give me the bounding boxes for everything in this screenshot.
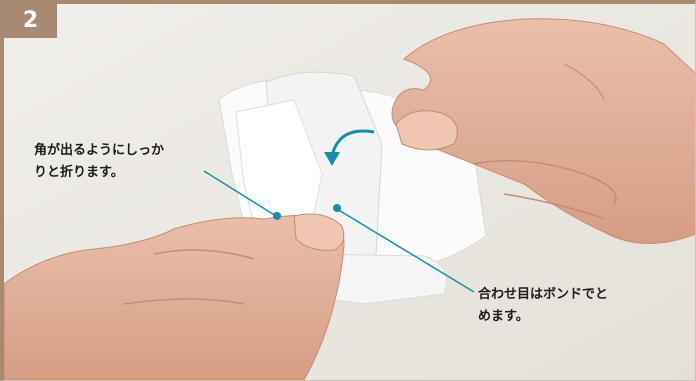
right-callout-line2: めます。 [478,309,529,324]
left-callout-line1: 角が出るようにしっか [34,143,165,158]
right-callout-line [336,208,475,293]
fold-arrow [324,129,375,166]
left-callout-dot [273,212,281,220]
right-callout-dot [333,204,341,212]
left-callout-line2: りと折ります。 [34,165,124,180]
folding-photo [4,4,695,380]
left-callout-line [203,170,277,217]
right-callout-line1: 合わせ目はボンドでと [478,287,609,302]
right-hand [391,18,695,244]
left-callout: 角が出るようにしっか りと折ります。 [34,140,164,184]
left-hand [4,213,345,380]
step-number-badge: 2 [4,4,57,38]
photo-drawing [4,4,695,380]
right-callout: 合わせ目はボンドでと めます。 [478,284,608,328]
callout-lines [203,170,475,293]
